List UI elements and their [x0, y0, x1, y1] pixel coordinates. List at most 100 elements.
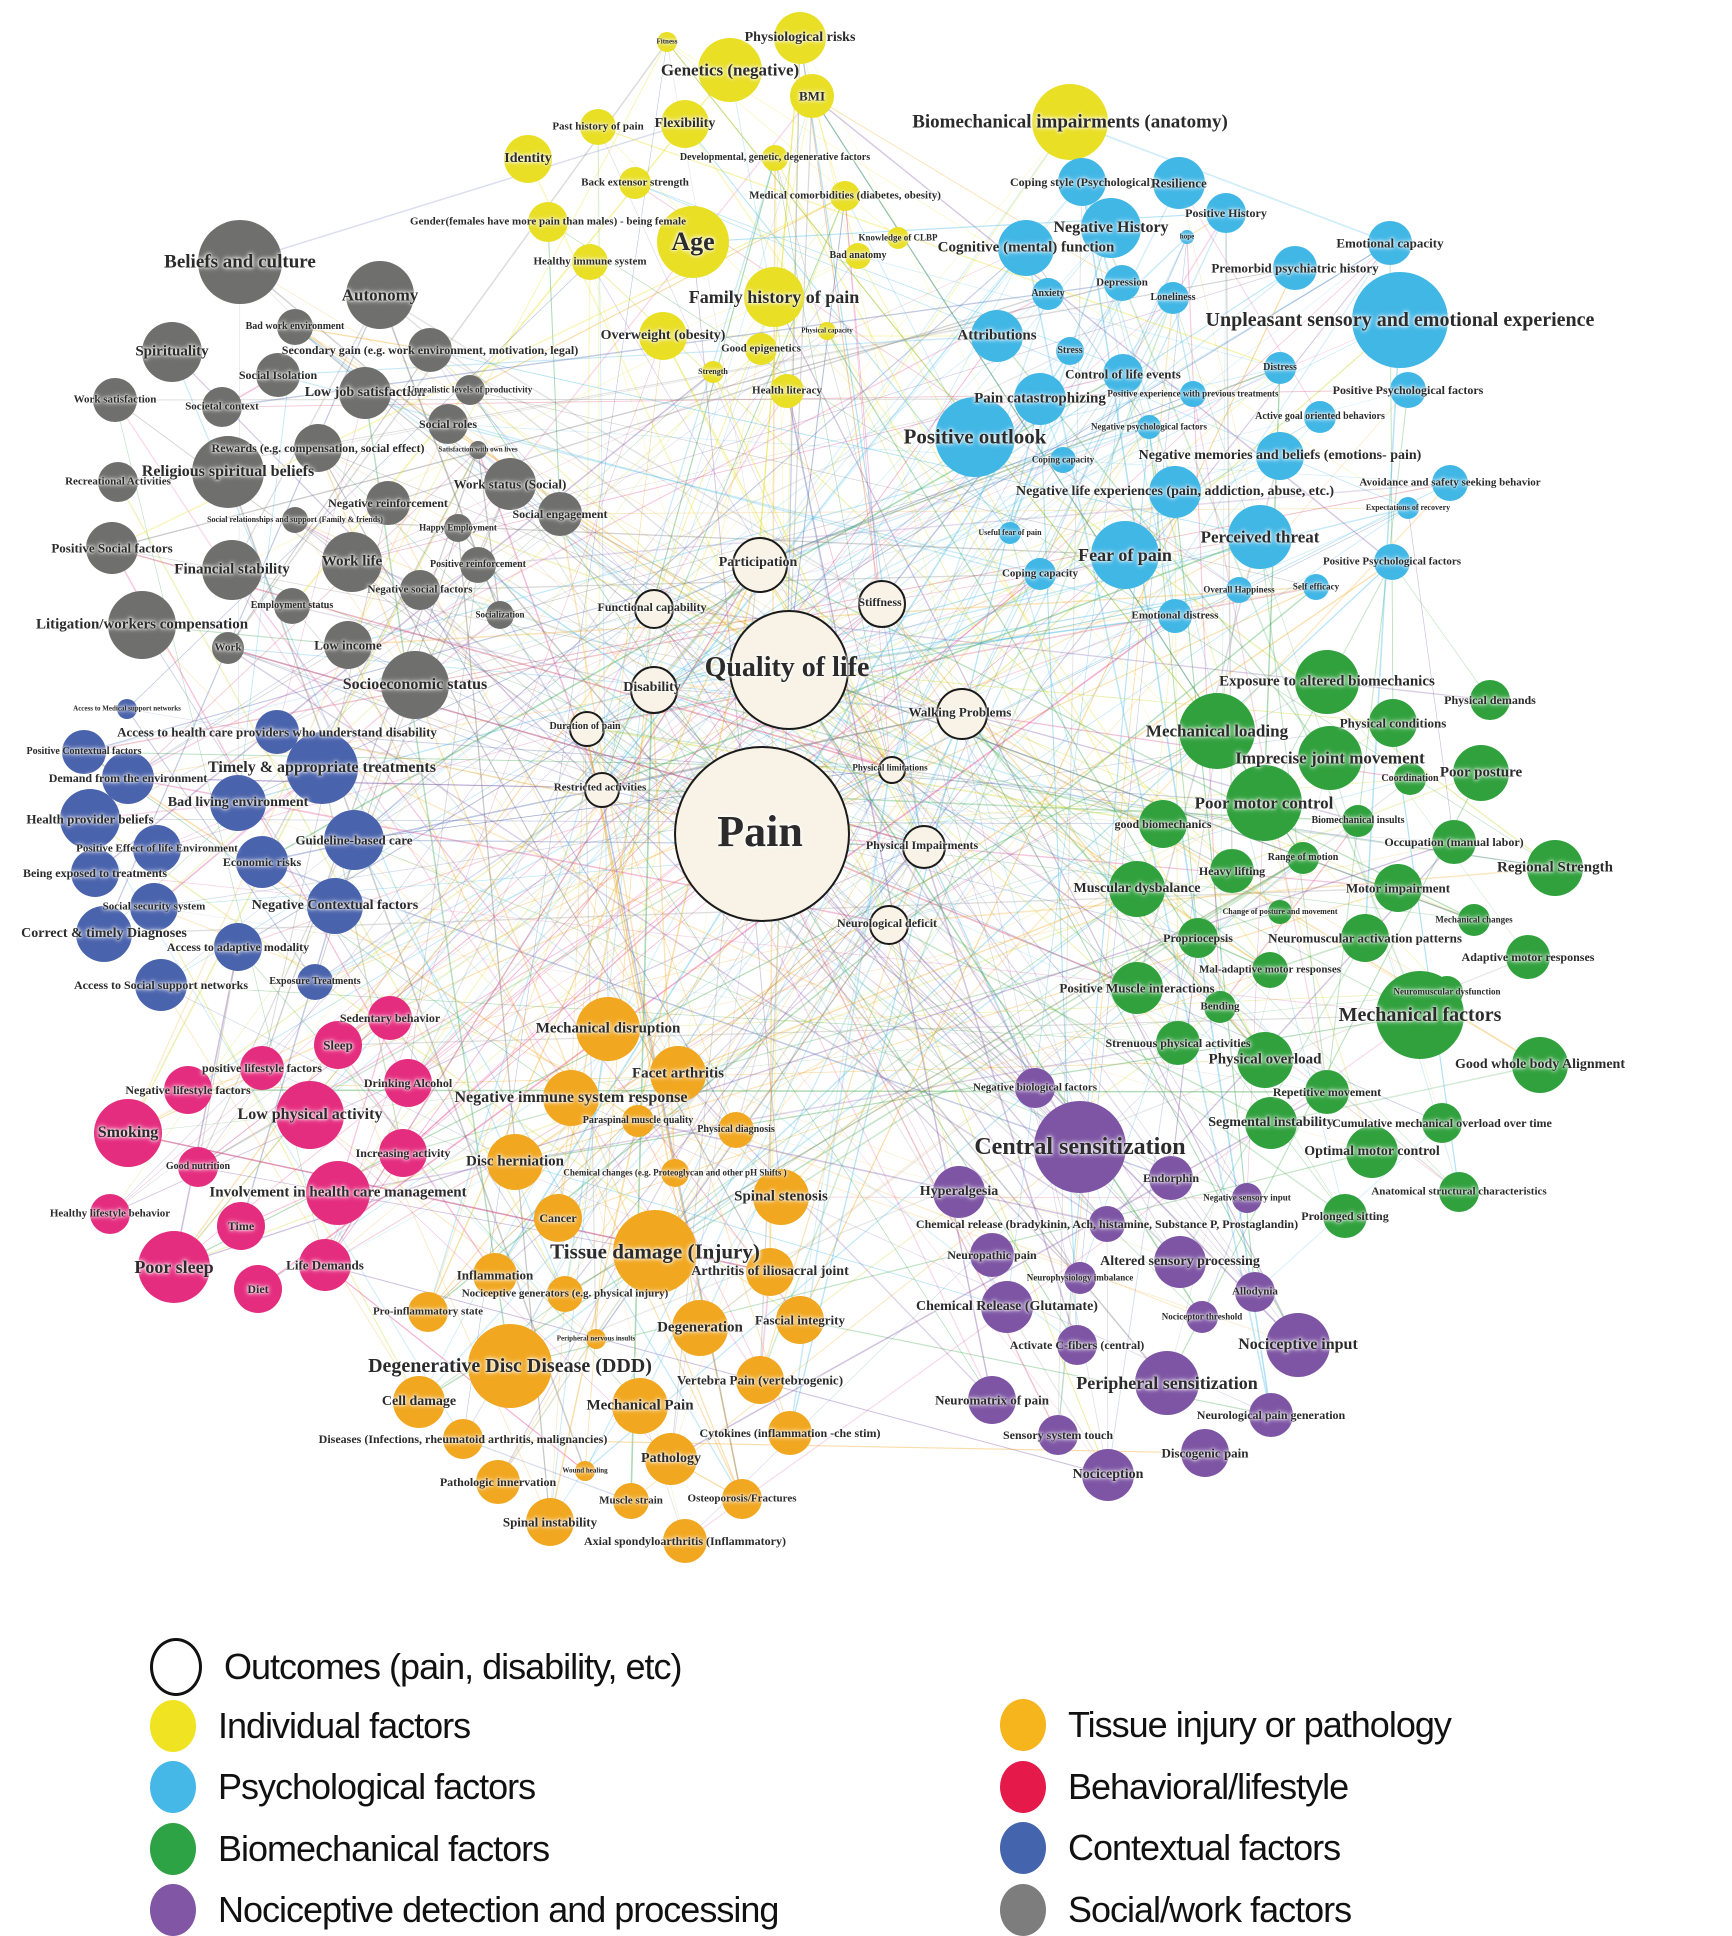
- node-label: Chemical Release (Glutamate): [916, 1299, 1098, 1314]
- node-label: Allodynia: [1232, 1285, 1278, 1298]
- node-label: Gender(females have more pain than males…: [410, 215, 686, 228]
- node-label: Activate C-fibers (central): [1009, 1338, 1145, 1352]
- node-biomechanical: [1178, 918, 1218, 958]
- node-label: Poor posture: [1439, 764, 1523, 781]
- node-label: Neuromatrix of pain: [935, 1392, 1049, 1408]
- node-label: Central sensitization: [974, 1134, 1186, 1160]
- node-biomechanical: [1453, 745, 1509, 801]
- node-social: [400, 570, 440, 610]
- node-individual: [572, 244, 608, 280]
- node-biomechanical: [1506, 935, 1550, 979]
- node-psychological: [1273, 246, 1317, 290]
- node-psychological: [1081, 198, 1141, 258]
- node-label: Attributions: [957, 327, 1037, 344]
- legend-label: Biomechanical factors: [218, 1827, 550, 1869]
- node-label: Overweight (obesity): [600, 328, 726, 343]
- node-nociceptive: [1149, 1156, 1193, 1200]
- node-tissue: [613, 1210, 697, 1294]
- node-tissue: [768, 1411, 812, 1455]
- node-individual: [762, 145, 788, 171]
- node-social: [256, 353, 300, 397]
- node-tissue: [612, 1378, 668, 1434]
- node-psychological: [1104, 265, 1140, 301]
- node-label: Low job satisfaction: [304, 385, 426, 400]
- node-psychological: [1058, 158, 1106, 206]
- node-behavioral: [94, 1099, 162, 1167]
- node-label: Guideline-based care: [295, 832, 413, 848]
- node-individual: [790, 74, 834, 118]
- node-label: Negative sensory input: [1203, 1192, 1291, 1203]
- node-label: Spinal stenosis: [734, 1188, 828, 1205]
- node-label: Socialization: [475, 609, 525, 620]
- node-label: Quality of life: [704, 652, 870, 683]
- node-outcomes: [634, 589, 674, 629]
- node-label: Avoidance and safety seeking behavior: [1359, 476, 1541, 489]
- node-label: Sleep: [323, 1037, 353, 1053]
- node-psychological: [1149, 466, 1201, 518]
- node-psychological: [1050, 447, 1076, 473]
- node-individual: [845, 243, 871, 269]
- node-label: Good epigenetics: [721, 342, 801, 355]
- node-biomechanical: [1245, 1097, 1297, 1149]
- node-behavioral: [240, 1046, 284, 1090]
- node-outcomes: [732, 537, 788, 593]
- node-psychological: [1390, 372, 1426, 408]
- node-label: Employment status: [250, 600, 334, 611]
- node-label: Imprecise joint movement: [1235, 748, 1425, 768]
- node-contextual: [102, 752, 154, 804]
- node-tissue: [645, 1433, 697, 1485]
- node-outcomes: [630, 666, 678, 714]
- node-label: Paraspinal muscle quality: [582, 1115, 694, 1126]
- node-psychological: [1091, 521, 1159, 589]
- node-label: Neuromuscular activation patterns: [1268, 930, 1462, 946]
- node-label: Nociception: [1072, 1467, 1144, 1482]
- legend-label: Outcomes (pain, disability, etc): [224, 1646, 683, 1687]
- node-label: Life Demands: [286, 1257, 364, 1273]
- node-individual: [619, 167, 651, 199]
- node-label: Mechanical disruption: [535, 1020, 681, 1037]
- legend-item: Behavioral/lifestyle: [1000, 1760, 1349, 1813]
- node-behavioral: [178, 1147, 218, 1187]
- node-label: BMI: [799, 88, 825, 104]
- node-label: Muscular dysbalance: [1073, 881, 1201, 896]
- node-contextual: [307, 878, 363, 934]
- node-tissue: [543, 1070, 599, 1126]
- legend-label: Individual factors: [218, 1704, 471, 1746]
- node-contextual: [117, 699, 137, 719]
- node-psychological: [999, 522, 1021, 544]
- node-label: Negative life experiences (pain, addicti…: [1015, 484, 1335, 499]
- node-label: Cancer: [539, 1211, 577, 1225]
- node-tissue: [487, 1134, 543, 1190]
- legend-swatch-icon: [150, 1822, 196, 1875]
- node-label: Wound healing: [562, 1466, 608, 1475]
- node-label: Healthy lifestyle behavior: [49, 1207, 171, 1220]
- node-nociceptive: [1057, 1325, 1097, 1365]
- node-social: [282, 507, 308, 533]
- node-psychological: [1014, 373, 1066, 425]
- node-label: Medical comorbidities (diabetes, obesity…: [749, 189, 941, 202]
- node-label: Physical Impairments: [865, 838, 979, 852]
- node-contextual: [324, 810, 384, 870]
- node-label: Flexibility: [654, 116, 716, 131]
- node-label: Negative History: [1053, 219, 1169, 236]
- node-social: [366, 481, 410, 525]
- node-nociceptive: [1235, 1272, 1275, 1312]
- node-biomechanical: [1432, 820, 1476, 864]
- node-label: Expectations of recovery: [1365, 503, 1451, 512]
- node-label: Cell damage: [381, 1394, 457, 1409]
- node-label: Pathologic innervation: [439, 1475, 557, 1489]
- node-label: Disability: [623, 680, 681, 695]
- node-tissue: [776, 1296, 824, 1344]
- node-label: Positive Contextual factors: [26, 746, 142, 757]
- node-label: Work status (Social): [453, 476, 567, 492]
- legend-swatch-icon: [150, 1699, 196, 1752]
- node-label: Coping style (Psychological): [1010, 175, 1154, 189]
- node-label: Genetics (negative): [660, 60, 800, 80]
- node-social: [322, 532, 382, 592]
- node-tissue: [393, 1376, 445, 1428]
- node-individual: [887, 227, 909, 249]
- node-biomechanical: [1156, 1021, 1200, 1065]
- node-contextual: [60, 789, 120, 849]
- node-label: Degeneration: [657, 1319, 743, 1336]
